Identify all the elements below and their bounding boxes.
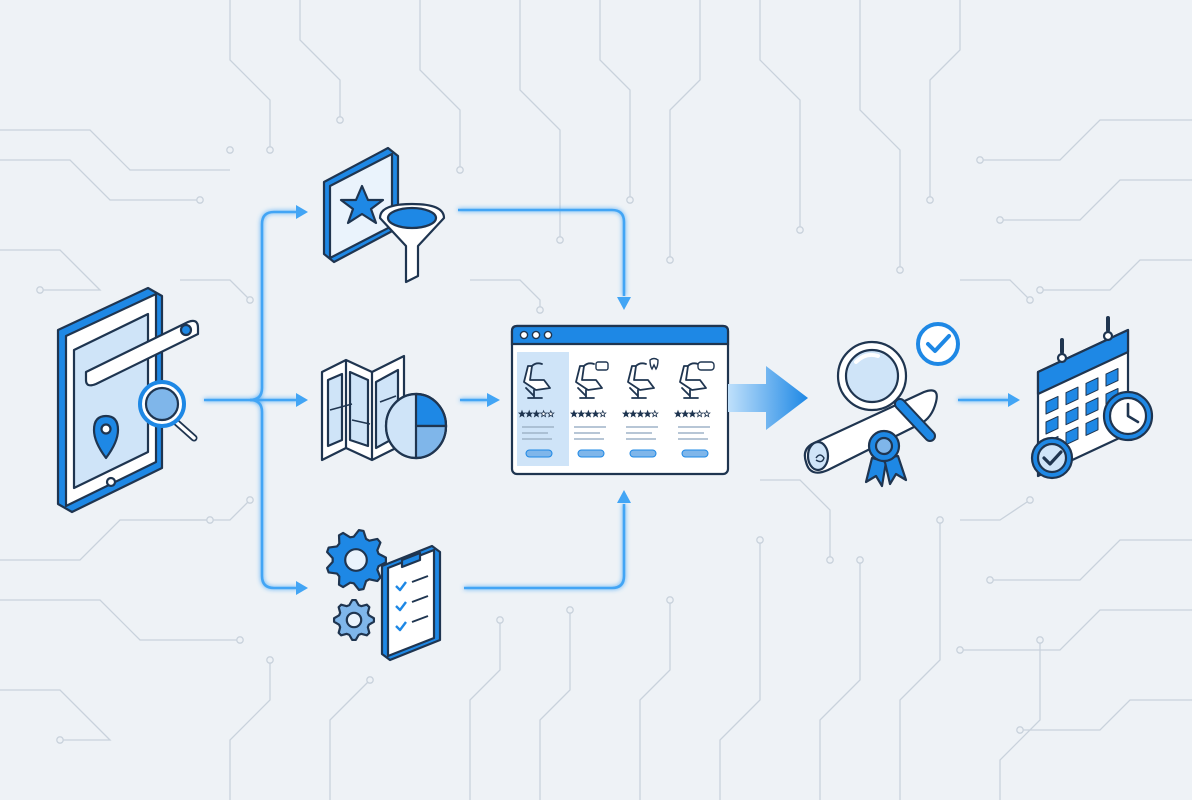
calendar-day-cell [1045, 415, 1059, 435]
star-icon [688, 409, 697, 418]
magnifier-icon [836, 340, 936, 442]
dentist-chair-icon [523, 362, 551, 399]
book-button-shape [629, 449, 657, 458]
star-icon [591, 409, 600, 418]
dentist-chair-comparison-window-icon [510, 324, 730, 476]
arrowhead-comparison-top [617, 297, 631, 310]
star-icon [539, 409, 548, 418]
check-circle-icon [1030, 436, 1074, 480]
calendar-day-cell [1065, 426, 1079, 446]
pie-chart-icon [384, 392, 448, 460]
dentist-chair-icon [679, 362, 707, 399]
star-icon [621, 409, 631, 418]
price-tag-icon [697, 361, 715, 371]
dentist-chair-icon [627, 362, 655, 399]
star-funnel-icon [322, 146, 446, 284]
star-rating [569, 409, 607, 418]
checklist-icon [380, 544, 442, 662]
connector-to-services [249, 398, 298, 590]
selected-column-highlight [517, 352, 569, 466]
award-ribbon-icon [864, 429, 908, 488]
connectors [204, 208, 1010, 590]
star-icon [650, 409, 659, 418]
arrowhead-location [296, 393, 308, 407]
tooth-icon [649, 357, 659, 371]
star-icon [636, 409, 645, 418]
arrowhead-ratings [296, 205, 308, 219]
connector-ratings-comparison [458, 208, 626, 296]
star-icon [532, 409, 541, 418]
calendar-day-cell [1085, 397, 1099, 416]
arrowhead-booking [1008, 393, 1020, 407]
book-button-shape [681, 449, 709, 458]
star-icon [517, 409, 527, 418]
comparison-column [621, 357, 659, 458]
star-rating [673, 409, 711, 418]
star-icon [629, 409, 638, 418]
gear-large-icon [325, 529, 388, 591]
comparison-column [673, 361, 715, 458]
arrowhead-comparison-bottom [617, 490, 631, 503]
gear-small-icon [332, 598, 376, 642]
arrowhead-services [296, 581, 308, 595]
connector-to-ratings [249, 210, 298, 402]
star-rating [517, 409, 555, 418]
book-button-shape [525, 449, 553, 458]
clock-icon [1102, 390, 1154, 442]
dentist-chair-icon [575, 362, 603, 399]
calendar-day-cell [1065, 406, 1079, 426]
map-pie-chart-icon [320, 354, 448, 462]
comparison-column [517, 362, 555, 458]
star-icon [643, 409, 652, 418]
star-icon [598, 409, 607, 418]
window-dots [519, 330, 553, 340]
check-badge-icon [916, 322, 960, 366]
star-icon [569, 409, 579, 418]
big-arrow-icon [728, 366, 808, 430]
gears-checklist-icon [325, 529, 442, 662]
calendar-day-cell [1065, 386, 1079, 406]
star-icon [681, 409, 690, 418]
book-button-shape [577, 449, 605, 458]
tablet-search-location-icon [56, 286, 200, 514]
chat-bubble-icon [595, 361, 609, 371]
arrowheads [296, 205, 1020, 595]
comparison-column [569, 361, 609, 458]
comparison-columns [517, 357, 715, 458]
magnifier-certificate-icon [803, 322, 960, 488]
calendar-day-cell [1085, 417, 1099, 436]
calendar-clock-check-icon [1030, 316, 1154, 480]
calendar-day-cell [1105, 368, 1119, 387]
star-icon [584, 409, 593, 418]
star-icon [525, 409, 534, 418]
star-icon [339, 184, 385, 225]
star-icon [546, 409, 555, 418]
star-icon [577, 409, 586, 418]
star-icon [702, 409, 711, 418]
calendar-day-cell [1045, 395, 1059, 415]
star-icon [673, 409, 683, 418]
arrowhead-comparison-mid [487, 393, 500, 407]
calendar-day-cell [1085, 377, 1099, 396]
star-rating [621, 409, 659, 418]
connector-services-comparison [464, 504, 626, 590]
star-icon [695, 409, 704, 418]
